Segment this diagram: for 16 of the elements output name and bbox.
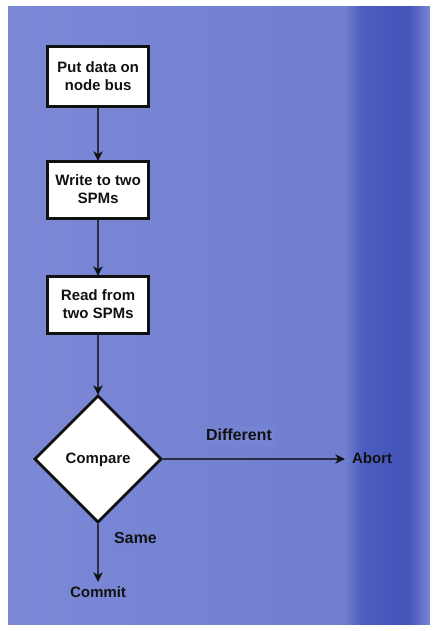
box-text: Put data on node bus <box>56 58 140 94</box>
node-label: Abort <box>344 447 400 471</box>
process-box <box>46 45 150 108</box>
decision-diamond <box>33 394 163 524</box>
arrow <box>93 220 103 276</box>
box-text: Compare <box>65 450 131 468</box>
arrow <box>163 454 345 464</box>
process-box <box>46 275 150 335</box>
arrow <box>93 524 103 582</box>
edge-label: Different <box>204 427 274 445</box>
box-text: Write to two SPMs <box>54 172 142 208</box>
box-text: Read from two SPMs <box>60 287 136 323</box>
arrow <box>93 335 103 395</box>
node-label: Commit <box>58 581 138 605</box>
arrow <box>93 108 103 161</box>
process-box <box>46 160 150 220</box>
